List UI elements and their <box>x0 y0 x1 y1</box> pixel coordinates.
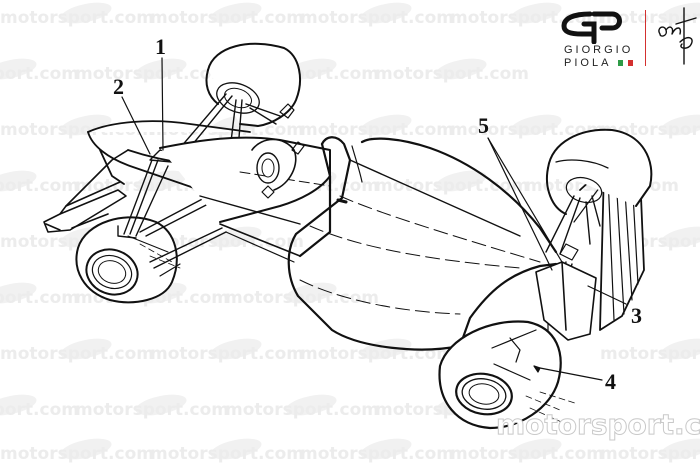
italian-flag-red <box>628 60 633 66</box>
leader-5b <box>487 137 563 263</box>
logo-divider <box>645 10 646 66</box>
signature-icon <box>658 7 697 65</box>
brand-line-2: PIOLA <box>564 57 612 69</box>
chassis <box>159 136 331 225</box>
motorsport-watermark-large: motorsport.com <box>496 408 700 442</box>
sidepod <box>287 136 558 351</box>
rear-right-wheel <box>546 128 653 215</box>
callout-3: 3 <box>631 303 642 328</box>
leader-3 <box>587 285 627 305</box>
rear-left-wheel <box>438 320 579 430</box>
gp-monogram-icon <box>561 11 622 44</box>
italian-flag-white <box>623 60 628 66</box>
callout-4: 4 <box>605 369 616 394</box>
front-left-wheel <box>75 216 181 304</box>
giorgio-piola-logo: GIORGIO PIOLA <box>556 4 697 70</box>
leader-2 <box>121 96 151 155</box>
leader-4 <box>539 367 603 381</box>
brand-line-1: GIORGIO <box>564 44 634 56</box>
italian-flag-green <box>618 60 623 66</box>
front-right-wheel <box>205 42 301 127</box>
cockpit <box>251 138 305 199</box>
floor <box>159 223 301 277</box>
leader-5a <box>487 137 553 271</box>
front-wing <box>43 149 129 233</box>
callout-5: 5 <box>478 113 489 138</box>
callout-leaders <box>121 57 627 381</box>
leader-1 <box>161 57 164 151</box>
callout-1: 1 <box>155 34 166 59</box>
callout-2: 2 <box>113 74 124 99</box>
nose-cone <box>87 120 261 191</box>
